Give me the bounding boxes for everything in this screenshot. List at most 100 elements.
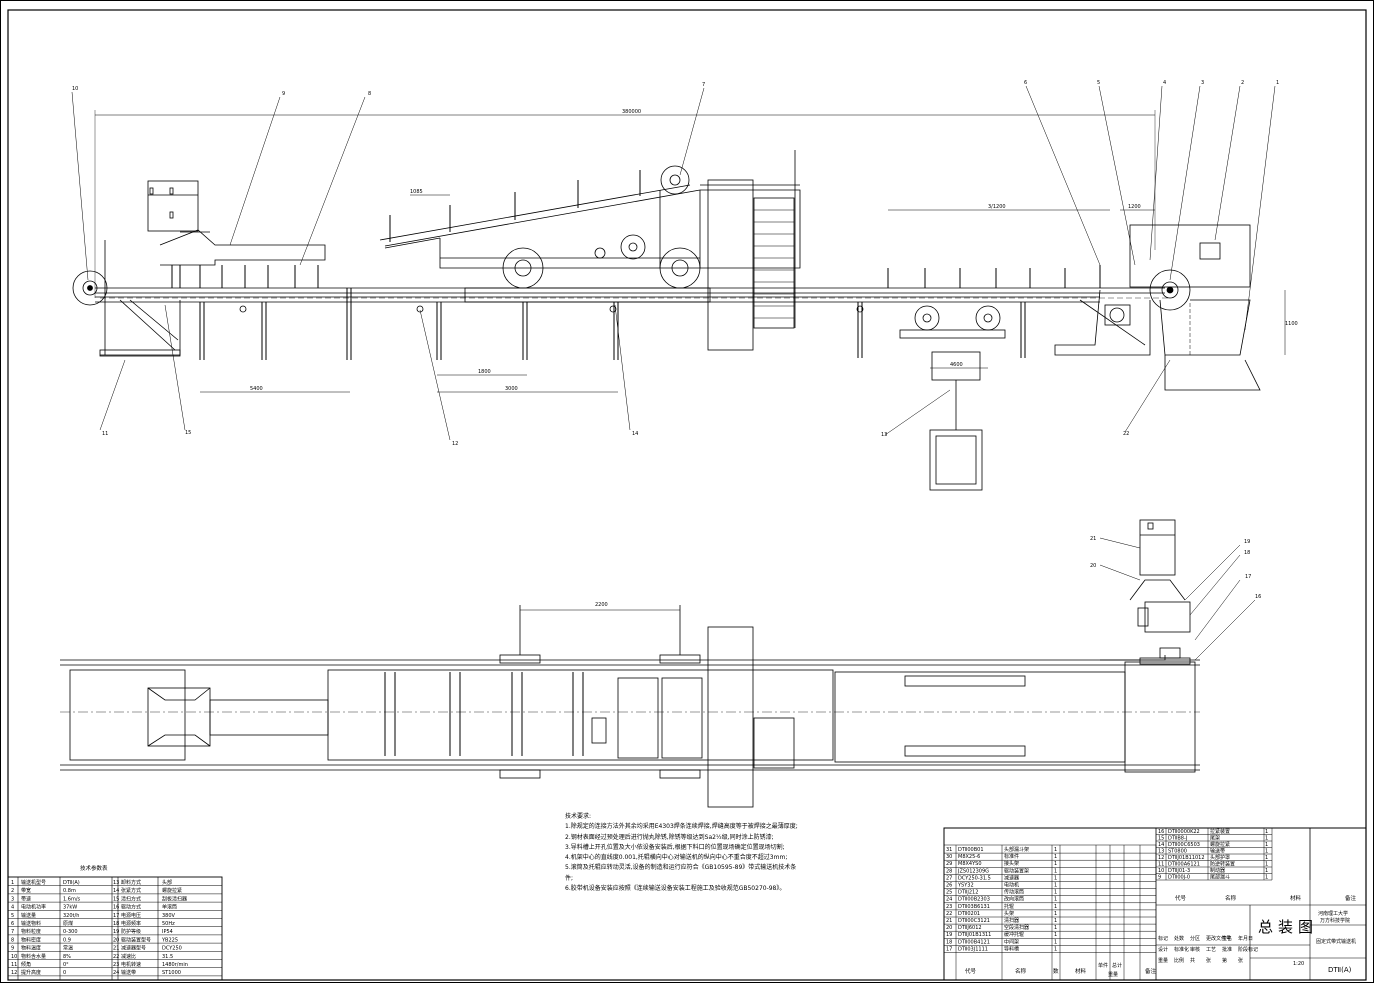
bom-no: 16 xyxy=(1158,829,1164,835)
item-balloon: 11 xyxy=(102,431,108,437)
param-name: 带宽 xyxy=(21,887,31,894)
param-name: 电机转速 xyxy=(121,961,141,968)
bom-header: 材料 xyxy=(1290,894,1302,902)
bom-name: 驱动装置架 xyxy=(1004,867,1029,874)
param-no: 10 xyxy=(11,954,17,960)
item-balloon: 1 xyxy=(1276,80,1279,86)
sign-label: 阶段标记 xyxy=(1238,946,1258,953)
param-value: ST1000 xyxy=(162,970,181,976)
bom-header: 备注 xyxy=(1145,967,1157,975)
param-no: 18 xyxy=(113,921,119,927)
head-pulley xyxy=(1149,269,1191,311)
bom-code: YSY32 xyxy=(957,883,974,889)
bom-qty: 1 xyxy=(1054,918,1057,924)
weigh-pulley xyxy=(660,165,690,195)
bom-no: 23 xyxy=(946,904,952,910)
bom-no: 17 xyxy=(946,946,952,952)
bom-name: 尾部漏斗 xyxy=(1210,874,1230,881)
bom-header: 代号 xyxy=(1175,894,1187,902)
bom-name: 头架 xyxy=(1004,910,1014,917)
bom-code: DTⅡB8-J xyxy=(1168,836,1188,842)
dimension-text: 1800 xyxy=(478,369,491,375)
param-name: 减速器型号 xyxy=(121,945,146,952)
dimension-text: 2200 xyxy=(595,602,608,608)
notes-title: 技术要求: xyxy=(565,813,592,820)
bom-code: DTⅡJ212 xyxy=(958,890,978,896)
param-value: 常温 xyxy=(63,945,73,952)
dimension-text: 1200 xyxy=(1128,204,1141,210)
sign-label: 分区 xyxy=(1190,935,1200,942)
bom-name: 输送带 xyxy=(1210,848,1225,855)
sign-label: 设计 xyxy=(1158,946,1168,953)
param-no: 4 xyxy=(11,905,14,911)
motor xyxy=(1139,519,1176,576)
bom-code: M8X25-6 xyxy=(958,854,980,860)
reducer xyxy=(1144,601,1191,633)
dimension-text: 5400 xyxy=(250,386,263,392)
param-value: 1.6m/s xyxy=(63,896,81,902)
weigh-column xyxy=(707,179,754,351)
bom-qty: 1 xyxy=(1265,862,1268,868)
param-value: 0.9 xyxy=(63,937,71,943)
param-no: 22 xyxy=(113,954,119,960)
bom-qty: 1 xyxy=(1265,842,1268,848)
param-value: 0.8m xyxy=(63,888,76,894)
bom-code: ST0800 xyxy=(1168,849,1187,855)
item-balloon: 16 xyxy=(1255,594,1261,600)
param-no: 16 xyxy=(113,905,119,911)
bom-code: JZS012309G xyxy=(957,868,989,874)
bom-no: 28 xyxy=(946,868,952,874)
bom-qty: 1 xyxy=(1265,836,1268,842)
param-name: 卸料方式 xyxy=(121,879,141,886)
param-value: 37kW xyxy=(63,905,77,911)
bom-code: DTⅡ00A6121 xyxy=(1168,862,1200,868)
param-value: 刮板清扫器 xyxy=(162,895,187,902)
param-value: 0 xyxy=(63,970,66,976)
param-name: 电源频率 xyxy=(121,920,141,927)
bom-no: 24 xyxy=(946,897,952,903)
param-value: YB225 xyxy=(161,937,178,943)
param-name: 电源电压 xyxy=(121,912,141,919)
bom-no: 19 xyxy=(946,932,952,938)
bom-qty: 1 xyxy=(1054,890,1057,896)
bom-qty: 1 xyxy=(1265,829,1268,835)
param-no: 20 xyxy=(113,937,119,943)
bom-qty: 1 xyxy=(1054,883,1057,889)
product-name: 固定式带式输送机 xyxy=(1316,938,1356,945)
note-item: 6.胶带机设备安装应按照《连续输送设备安装工程施工及验收规范GB50270-98… xyxy=(565,885,786,893)
param-name: 物料密度 xyxy=(21,936,41,943)
param-no: 9 xyxy=(11,946,14,952)
param-no: 7 xyxy=(11,929,14,935)
item-balloon: 7 xyxy=(702,82,705,88)
bom-name: 缓冲托辊 xyxy=(1004,931,1024,938)
item-balloon: 22 xyxy=(1123,431,1129,437)
bom-header: 单件 xyxy=(1098,962,1108,969)
bom-no: 18 xyxy=(946,939,952,945)
bom-name: 电动机 xyxy=(1004,882,1019,889)
school-name: 河南理工大学 xyxy=(1318,910,1348,917)
bom-name: 减速器 xyxy=(1004,874,1019,881)
param-no: 1 xyxy=(11,880,14,886)
param-no: 12 xyxy=(11,970,17,976)
sign-label: 年月日 xyxy=(1238,935,1253,942)
bom-qty: 1 xyxy=(1054,946,1057,952)
bom-header: 数 xyxy=(1053,967,1059,975)
item-balloon: 2 xyxy=(1241,80,1244,86)
item-balloon: 19 xyxy=(1244,539,1250,545)
sign-label: 标记 xyxy=(1158,935,1168,942)
param-no: 6 xyxy=(11,921,14,927)
bom-code: DTⅡ0201 xyxy=(958,911,980,917)
param-no: 23 xyxy=(113,962,119,968)
param-name: 物料温度 xyxy=(21,945,41,952)
param-no: 19 xyxy=(113,929,119,935)
bom-no: 22 xyxy=(946,911,952,917)
item-balloon: 21 xyxy=(1090,536,1096,542)
sign-label: 处数 xyxy=(1174,935,1184,942)
note-item: 3.导料槽上开孔位置及大小依设备安装后,根据下料口的位置现场确定位置现场切割; xyxy=(565,843,785,851)
bom-code: DTⅡJ6012 xyxy=(958,925,982,931)
bom-name: 接头架 xyxy=(1004,860,1019,867)
bom-code: DTⅡ00B4121 xyxy=(958,939,990,945)
dimension-text: 3/1200 xyxy=(988,204,1006,210)
sign-label: 审核 xyxy=(1190,946,1200,953)
